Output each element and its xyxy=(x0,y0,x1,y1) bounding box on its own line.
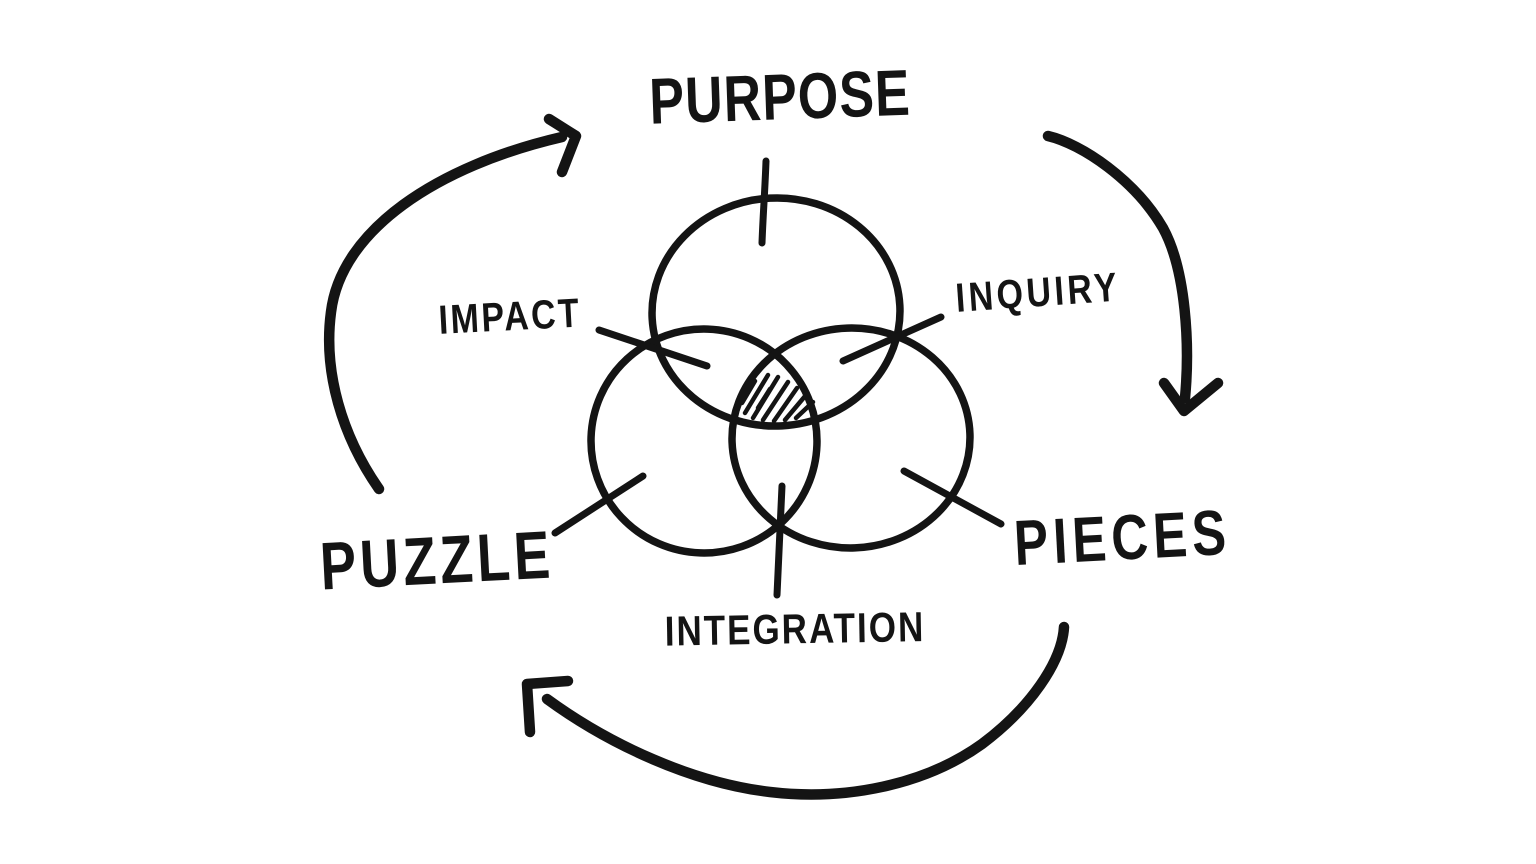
venn-circles xyxy=(587,194,974,557)
arrow-shaft xyxy=(541,621,1070,800)
venn-circle-puzzle xyxy=(587,325,821,557)
pieces-label: PIECES xyxy=(1012,496,1233,579)
arrow-shaft xyxy=(323,131,568,495)
purpose-label: PURPOSE xyxy=(648,57,912,139)
label-connectors xyxy=(551,157,1005,599)
puzzle-connector-line xyxy=(551,472,647,537)
pieces-connector-line xyxy=(900,467,1005,528)
puzzle-label: PUZZLE xyxy=(318,517,556,605)
arrowhead-up-right-icon xyxy=(543,113,582,178)
impact-connector-line xyxy=(595,326,711,370)
cycle-arrow-pieces-to-puzzle xyxy=(521,621,1070,800)
arrowhead-down-icon xyxy=(1158,377,1224,417)
center-overlap-hatch xyxy=(739,372,816,424)
arrowhead-up-left-icon xyxy=(521,675,574,738)
cycle-arrow-purpose-to-pieces xyxy=(1042,130,1224,417)
impact-label: IMPACT xyxy=(437,290,583,344)
inquiry-connector-line xyxy=(839,313,945,365)
cycle-arrow-puzzle-to-purpose xyxy=(323,113,582,495)
venn-circle-purpose xyxy=(648,194,904,430)
integration-label: INTEGRATION xyxy=(664,603,926,656)
purpose-connector-line xyxy=(758,157,770,247)
venn-circle-pieces xyxy=(728,324,974,552)
integration-connector-line xyxy=(773,482,786,599)
arrow-shaft xyxy=(1042,130,1193,404)
